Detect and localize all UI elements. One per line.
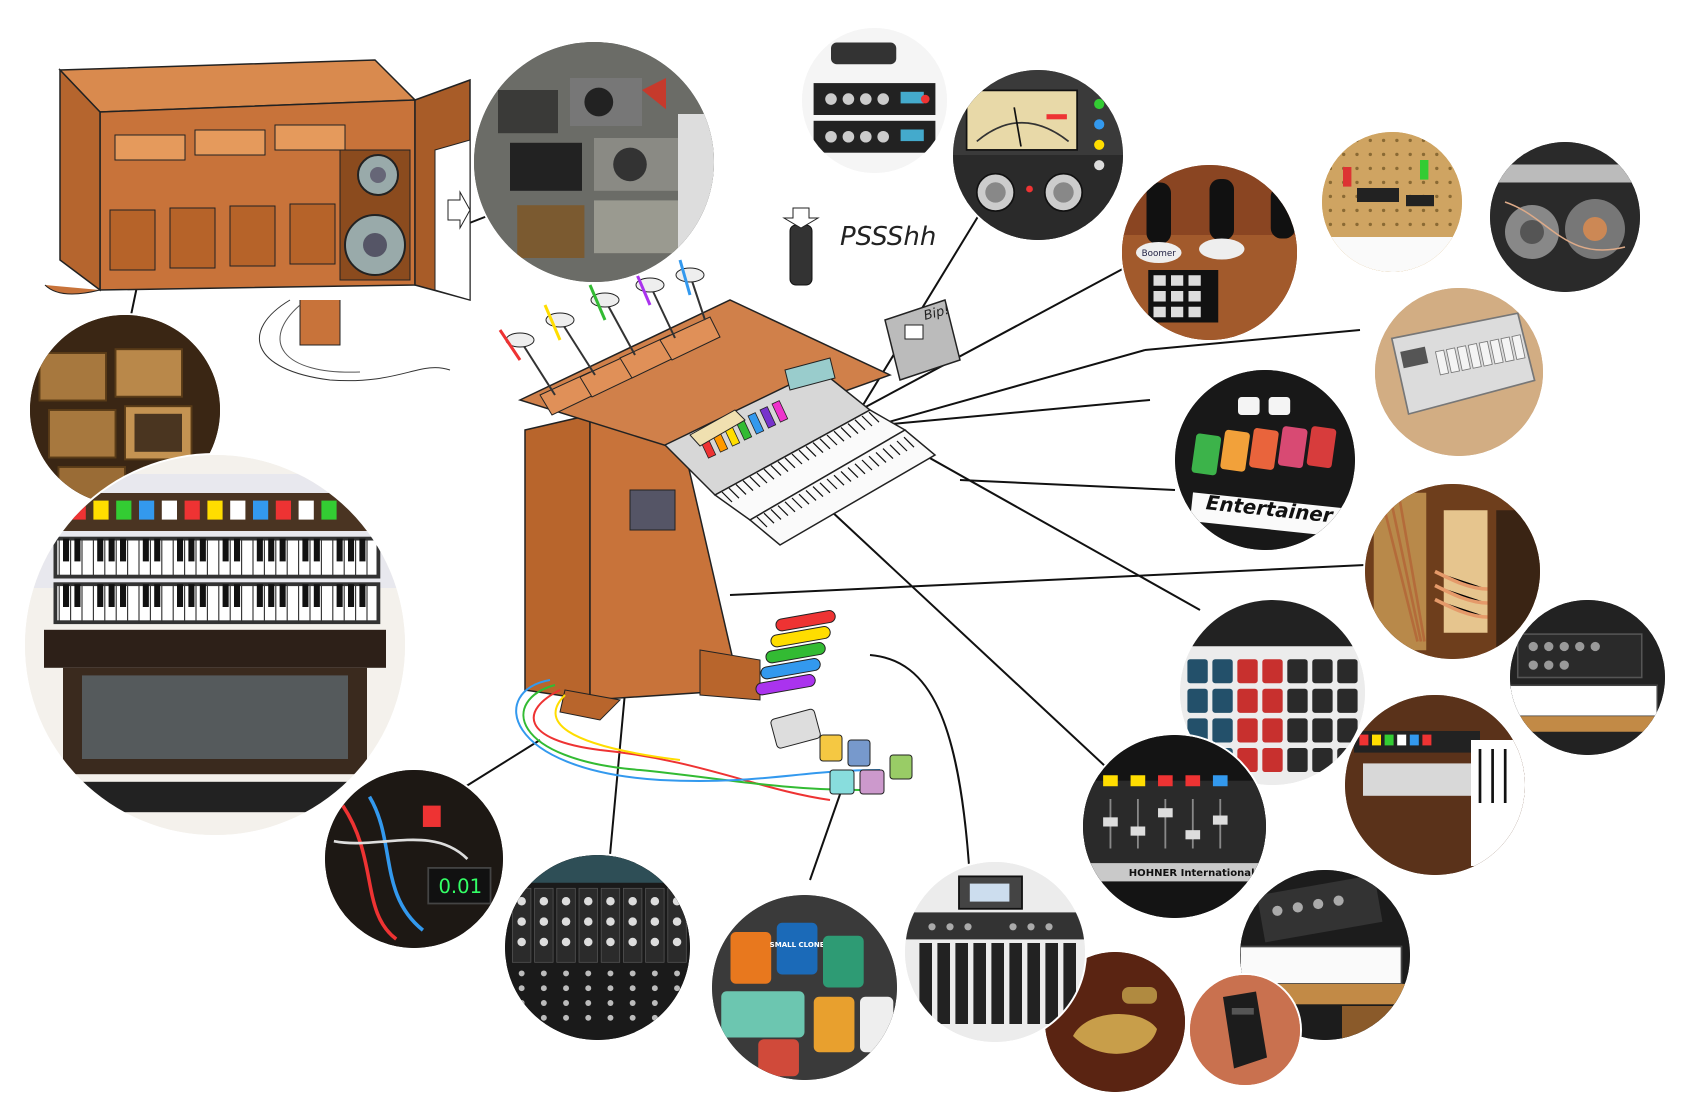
photo-mini-keyboard bbox=[1375, 288, 1543, 456]
small-clone-label: SMALL CLONE bbox=[770, 940, 825, 949]
photo-home-organ bbox=[25, 455, 405, 835]
photo-bass-pedalboard bbox=[905, 862, 1085, 1042]
photo-speaker-amp bbox=[1490, 142, 1640, 292]
photo-electronics-pile bbox=[474, 42, 714, 282]
photo-vu-meter-amp bbox=[953, 70, 1123, 240]
photo-swell-pedal bbox=[1045, 952, 1185, 1092]
photo-volume-pedal bbox=[1190, 975, 1300, 1085]
photo-modular-patch-panel bbox=[505, 855, 690, 1040]
beep-annotation: Bip! bbox=[922, 303, 951, 324]
photo-synth-small bbox=[1510, 600, 1665, 755]
photo-synth-wood-case bbox=[1240, 870, 1410, 1040]
sound-effect-annotation: PSSShh bbox=[840, 222, 936, 252]
photo-guitar-effect-pedals: SMALL CLONE bbox=[712, 895, 897, 1080]
photo-boomer-controls: Boomer bbox=[1122, 165, 1297, 340]
central-organ-illustration bbox=[498, 207, 961, 801]
photo-hohner-string-sliders: HOHNER International bbox=[1083, 735, 1266, 918]
photo-circuit-board bbox=[1322, 132, 1462, 272]
photo-wiring-counter: 0.01 bbox=[325, 770, 503, 948]
counter-readout: 0.01 bbox=[438, 875, 482, 898]
hohner-label: HOHNER International bbox=[1129, 868, 1255, 879]
sketch-organ-box bbox=[44, 59, 471, 382]
photo-effects-rack bbox=[802, 28, 947, 173]
photo-entertainer-buttons: Entertainer bbox=[1175, 370, 1355, 550]
photo-organ-internals bbox=[1365, 484, 1540, 659]
boomer-label: Boomer bbox=[1142, 249, 1177, 259]
photo-console-organ bbox=[1345, 695, 1525, 875]
